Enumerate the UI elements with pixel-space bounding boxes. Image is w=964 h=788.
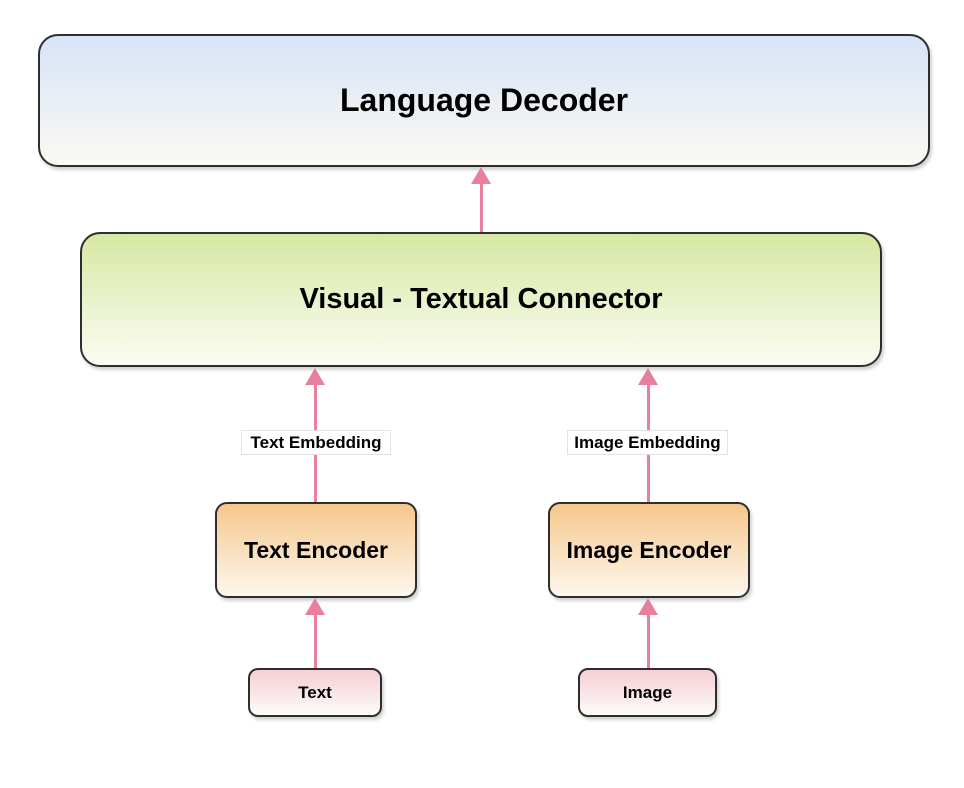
arrowhead-up-icon	[471, 167, 491, 184]
arrow-connector-to-decoder	[480, 183, 483, 232]
node-language-decoder: Language Decoder	[38, 34, 930, 167]
arrowhead-up-icon	[305, 598, 325, 615]
arrowhead-up-icon	[305, 368, 325, 385]
node-visual-textual-connector-label: Visual - Textual Connector	[299, 283, 663, 315]
node-text-encoder-label: Text Encoder	[244, 536, 388, 563]
arrow-text-to-text-encoder	[314, 614, 317, 668]
node-text-encoder: Text Encoder	[215, 502, 417, 598]
node-image-input-label: Image	[622, 682, 673, 702]
edge-label-image-embedding: Image Embedding	[567, 430, 728, 455]
arrowhead-up-icon	[638, 598, 658, 615]
node-visual-textual-connector: Visual - Textual Connector	[80, 232, 882, 367]
node-language-decoder-label: Language Decoder	[339, 82, 629, 118]
node-text-input-label: Text	[298, 682, 332, 702]
arrowhead-up-icon	[638, 368, 658, 385]
node-image-encoder-label: Image Encoder	[566, 536, 732, 563]
arrow-image-to-image-encoder	[647, 614, 650, 668]
node-text-input: Text	[248, 668, 382, 717]
edge-label-text-embedding: Text Embedding	[241, 430, 391, 455]
node-image-encoder: Image Encoder	[548, 502, 750, 598]
node-image-input: Image	[578, 668, 717, 717]
